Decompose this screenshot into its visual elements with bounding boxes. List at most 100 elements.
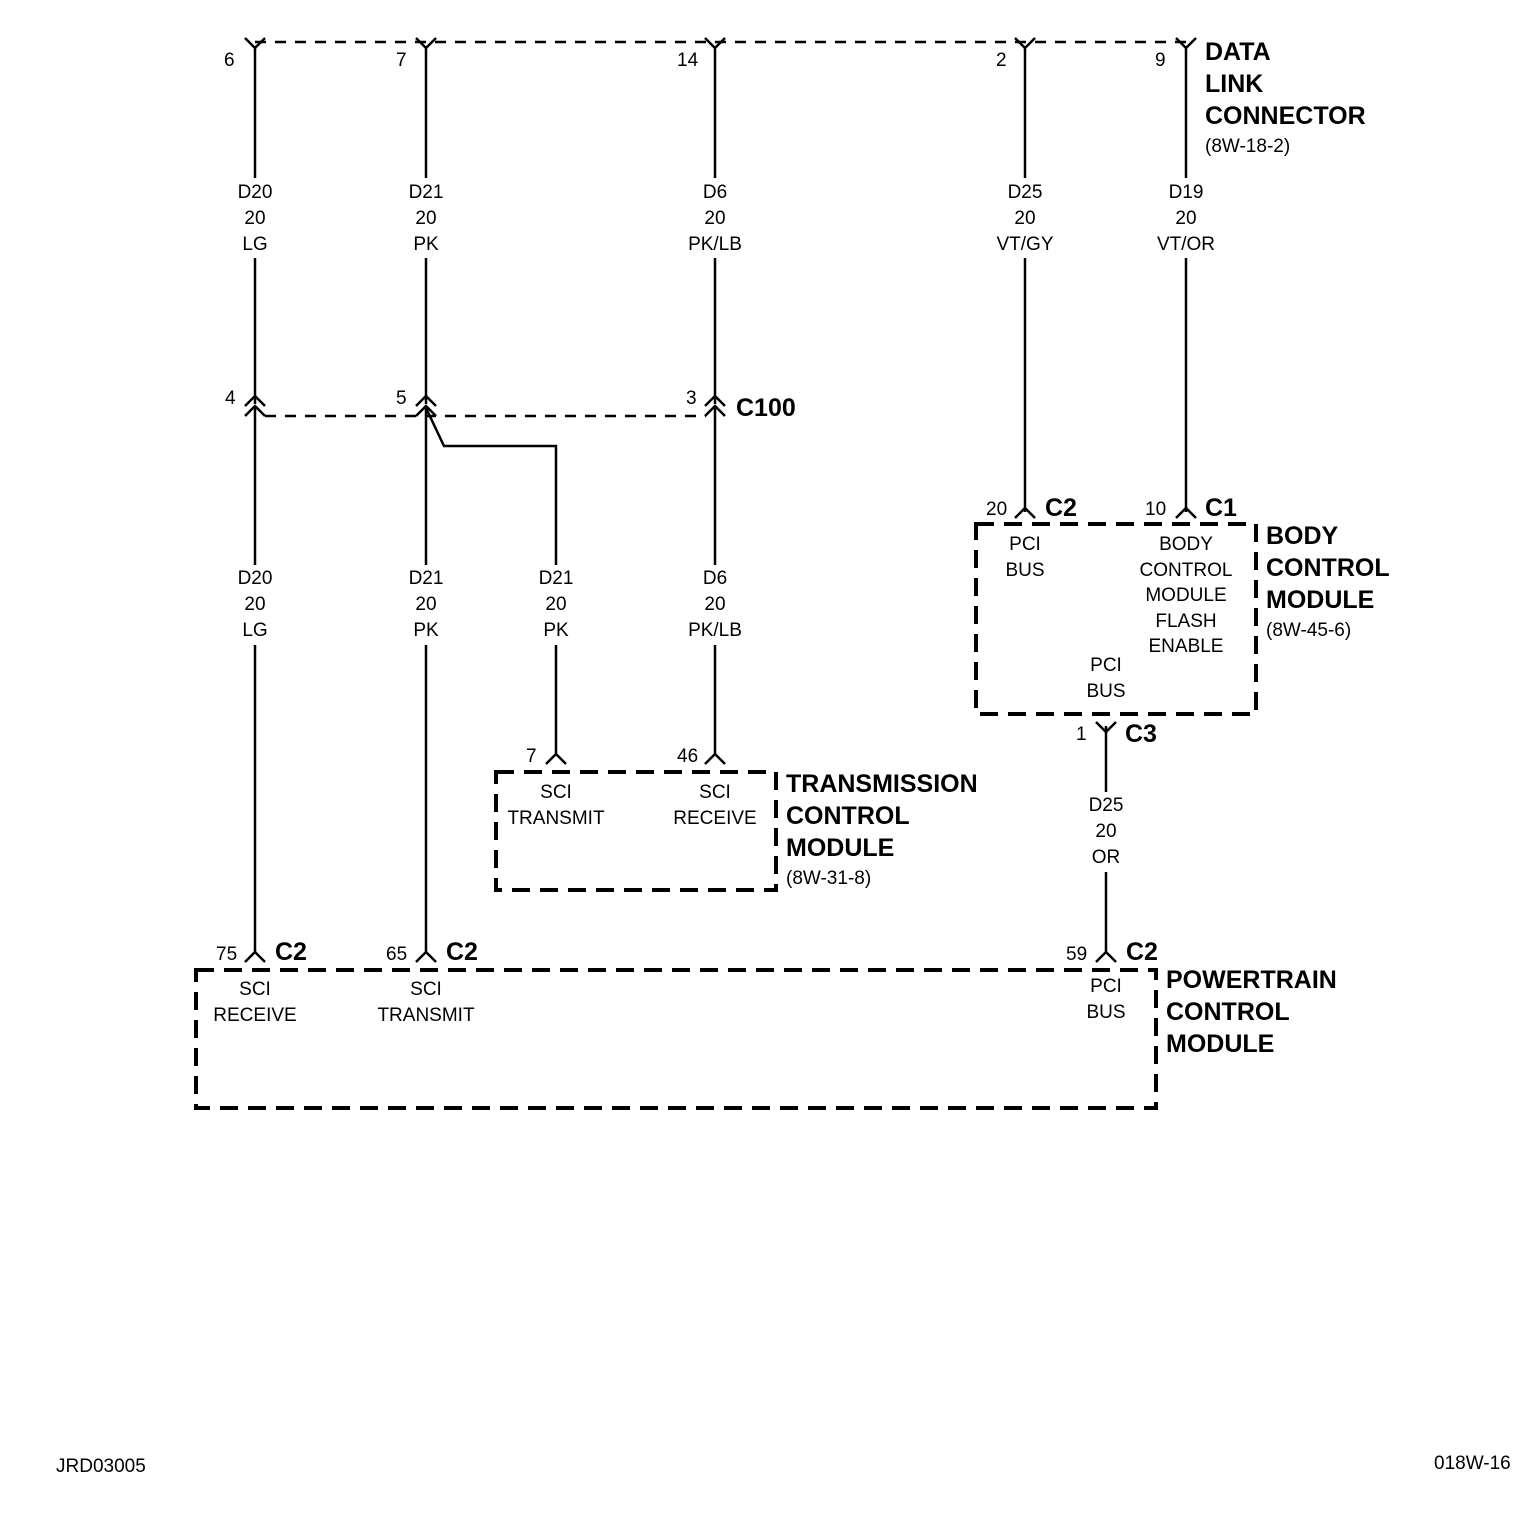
tcm-pin-number: 7 [526, 746, 537, 767]
bcm-ref: (8W-45-6) [1266, 620, 1351, 641]
wire-color-label: PK [543, 620, 569, 641]
dlc-pin-number: 7 [396, 50, 407, 71]
wire-color-label: PK/LB [688, 620, 742, 641]
wire-circuit-label: D6 [703, 568, 727, 589]
dlc-pin-number: 6 [224, 50, 235, 71]
c100-chevron [244, 394, 266, 417]
pcm-pci-bus-label: BUS [1086, 1002, 1125, 1023]
pcm-title: CONTROL [1166, 998, 1290, 1026]
wire-color-label: PK/LB [688, 234, 742, 255]
c100-label: C100 [736, 394, 796, 422]
wire-gauge-label: 20 [1175, 208, 1196, 229]
upper-wires: D20 20 LG D21 20 PK D6 20 PK/LB D25 20 V… [238, 46, 1215, 512]
c100-pin-number: 3 [686, 388, 697, 409]
wire-circuit-label: D25 [1008, 182, 1043, 203]
pcm-pin-number: 75 [216, 944, 237, 965]
tcm-sci-transmit-label: SCI [540, 782, 572, 803]
wire-circuit-label: D21 [539, 568, 574, 589]
wire-gauge-label: 20 [244, 208, 265, 229]
bcm-title: MODULE [1266, 586, 1374, 614]
wire-circuit-label: D25 [1089, 795, 1124, 816]
dlc-ref: (8W-18-2) [1205, 136, 1290, 157]
bcm-pci-bus-out-label: PCI [1090, 655, 1122, 676]
bcm-c2-pin: 20 [986, 499, 1007, 520]
tcm-ref: (8W-31-8) [786, 868, 871, 889]
lower-wires: D20 20 LG D21 20 PK D21 20 PK D6 20 PK/L… [238, 407, 1124, 954]
tcm-rx-terminal [704, 752, 726, 765]
bcm-box [974, 522, 1258, 716]
wire-circuit-label: D20 [238, 182, 273, 203]
bcm-flash-enable-label: MODULE [1145, 585, 1226, 606]
dlc-title: CONNECTOR [1205, 102, 1366, 130]
c100-chevron [415, 394, 437, 417]
bcm-title: CONTROL [1266, 554, 1390, 582]
bcm-flash-enable-label: FLASH [1155, 611, 1216, 632]
bcm-c1-label: C1 [1205, 494, 1237, 522]
tcm-title: CONTROL [786, 802, 910, 830]
pcm-sci-receive-label: RECEIVE [213, 1005, 296, 1026]
c100-connector: 4 5 3 C100 [225, 388, 796, 422]
wire-color-label: LG [242, 620, 267, 641]
body-control-module: 20 C2 10 C1 1 C3 PCI BUS BODY CONTROL MO… [974, 494, 1390, 748]
tcm-sci-transmit-label: TRANSMIT [507, 808, 605, 829]
wire-circuit-label: D6 [703, 182, 727, 203]
wire-gauge-label: 20 [244, 594, 265, 615]
pcm-connector-label: C2 [446, 938, 478, 966]
wire-d21-splice [424, 407, 558, 565]
bcm-c2-terminal [1014, 506, 1036, 519]
bcm-c2-label: C2 [1045, 494, 1077, 522]
pcm-terminal [1095, 950, 1117, 963]
tcm-title: MODULE [786, 834, 894, 862]
bcm-c3-label: C3 [1125, 720, 1157, 748]
pcm-terminal [244, 950, 266, 963]
wire-circuit-label: D19 [1169, 182, 1204, 203]
c100-pin-number: 5 [396, 388, 407, 409]
footer-page-id: 018W-16 [1434, 1453, 1511, 1474]
bcm-title: BODY [1266, 522, 1339, 550]
dlc-pin-number: 14 [677, 50, 699, 71]
wire-circuit-label: D21 [409, 568, 444, 589]
tcm-sci-receive-label: SCI [699, 782, 731, 803]
pcm-pci-bus-label: PCI [1090, 976, 1122, 997]
pcm-pin-number: 59 [1066, 944, 1087, 965]
wire-circuit-label: D21 [409, 182, 444, 203]
data-link-connector: 6 7 14 2 9 DATA LINK CONNECTOR (8W-18-2) [224, 37, 1366, 157]
bcm-pci-bus-out-label: BUS [1086, 681, 1125, 702]
dlc-title: LINK [1205, 70, 1263, 98]
wire-gauge-label: 20 [545, 594, 566, 615]
pcm-connector-label: C2 [275, 938, 307, 966]
pcm-terminal [415, 950, 437, 963]
wire-color-label: LG [242, 234, 267, 255]
c100-chevron [704, 394, 726, 417]
tcm-sci-receive-label: RECEIVE [673, 808, 756, 829]
pcm-sci-receive-label: SCI [239, 979, 271, 1000]
pcm-title: POWERTRAIN [1166, 966, 1337, 994]
wire-color-label: OR [1092, 847, 1121, 868]
pcm-title: MODULE [1166, 1030, 1274, 1058]
wire-gauge-label: 20 [1095, 821, 1116, 842]
wire-gauge-label: 20 [415, 594, 436, 615]
bcm-c3-pin: 1 [1076, 724, 1087, 745]
pcm-pin-number: 65 [386, 944, 407, 965]
bcm-c1-pin: 10 [1145, 499, 1166, 520]
dlc-pin-number: 2 [996, 50, 1007, 71]
wire-gauge-label: 20 [1014, 208, 1035, 229]
pcm-sci-transmit-label: SCI [410, 979, 442, 1000]
bcm-pci-bus-label: PCI [1009, 534, 1041, 555]
tcm-title: TRANSMISSION [786, 770, 978, 798]
wire-gauge-label: 20 [704, 594, 725, 615]
bcm-flash-enable-label: BODY [1159, 534, 1213, 555]
pcm-sci-transmit-label: TRANSMIT [377, 1005, 475, 1026]
tcm-tx-terminal [545, 752, 567, 765]
wire-gauge-label: 20 [415, 208, 436, 229]
dlc-title: DATA [1205, 38, 1271, 66]
pcm-connector-label: C2 [1126, 938, 1158, 966]
dlc-pin-number: 9 [1155, 50, 1166, 71]
bcm-flash-enable-label: CONTROL [1140, 560, 1233, 581]
powertrain-control-module: 75 C2 65 C2 59 C2 SCI RECEIVE SCI TRANSM… [194, 938, 1337, 1110]
c100-pin-number: 4 [225, 388, 236, 409]
bcm-flash-enable-label: ENABLE [1149, 636, 1224, 657]
tcm-box [494, 770, 778, 892]
wire-circuit-label: D20 [238, 568, 273, 589]
